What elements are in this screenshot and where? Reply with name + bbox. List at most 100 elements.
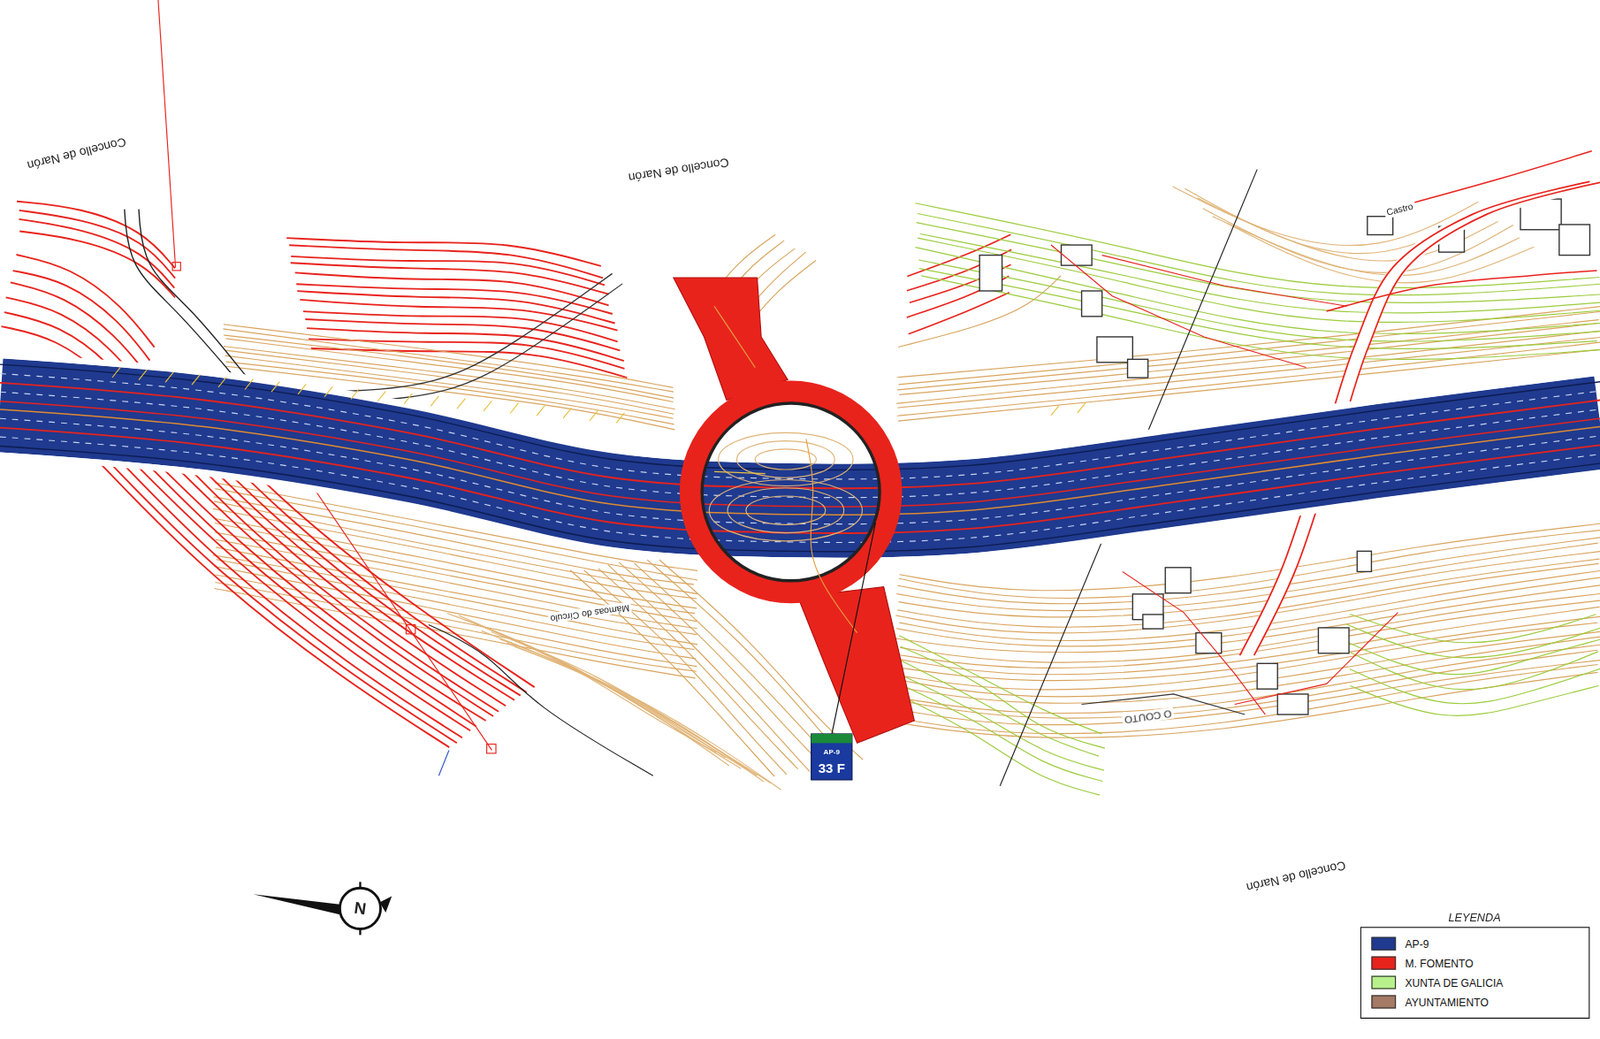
contour-line [708, 480, 862, 541]
roundabout-island [701, 403, 880, 581]
contour-line [899, 663, 1598, 733]
slope-tick [377, 390, 386, 402]
contour-line [918, 259, 1600, 342]
building [1061, 244, 1093, 266]
plot-boundary [1051, 244, 1307, 368]
contour-line [311, 348, 627, 378]
contour-line [754, 449, 816, 470]
building [979, 255, 1002, 291]
local-road-edge [1408, 151, 1593, 205]
motorway-sign [811, 733, 853, 780]
place-name: Concello de Narón [1244, 857, 1347, 894]
slope-tick [563, 407, 572, 419]
place-name: Concello de Narón [627, 154, 731, 184]
lane-line [0, 391, 1600, 497]
slope-tick [457, 398, 465, 410]
path-line [428, 624, 654, 776]
slope-tick [165, 372, 174, 383]
power-line [158, 0, 176, 267]
plot-boundary [1102, 255, 1348, 307]
contour-line [718, 432, 854, 486]
local-road-edge [1326, 270, 1598, 312]
path-line [255, 283, 624, 402]
contour-line [214, 574, 697, 667]
contour-line [727, 487, 845, 534]
slope-tick [297, 383, 306, 395]
slope-tick [616, 412, 625, 424]
contour-line [919, 268, 1598, 350]
slope-tick [191, 374, 200, 386]
building [1097, 336, 1133, 363]
slope-tick [403, 393, 412, 404]
slope-tick [244, 379, 253, 390]
lane-line [0, 418, 1600, 524]
contour-line [1349, 668, 1600, 704]
contour-line [223, 324, 673, 388]
slope-tick [350, 388, 359, 400]
contour-line [506, 642, 771, 783]
contour-line [746, 495, 826, 525]
legend-swatch [1371, 956, 1396, 970]
contour-line [806, 438, 858, 633]
legend-text: XUNTA DE GALICIA [1405, 975, 1504, 989]
building [1277, 693, 1309, 715]
legend-swatch [1371, 994, 1396, 1008]
contour-line [714, 305, 755, 367]
building [1165, 567, 1191, 594]
north-arrow [252, 893, 340, 915]
contour-line [736, 441, 835, 479]
legend-row: AYUNTAMIENTO [1361, 991, 1581, 1012]
access-road [798, 586, 915, 744]
pylon-symbol [405, 624, 415, 633]
sign-text: 33 F [818, 761, 846, 777]
leader-line [831, 522, 877, 735]
contour-line [917, 213, 1600, 296]
contour-line [899, 683, 1104, 781]
contour-line [899, 635, 1102, 734]
contour-line [906, 249, 1012, 290]
legend-row: M. FOMENTO [1361, 952, 1581, 973]
legend-text: AP-9 [1405, 937, 1430, 950]
slope-tick [218, 376, 227, 388]
contour-line [286, 237, 602, 267]
legend-box: AP-9 M. FOMENTO XUNTA DE GALICIA AYUNTAMIEN… [1360, 926, 1591, 1019]
motorway-sign-band [811, 733, 853, 743]
contour-line [898, 551, 1600, 618]
pylon-symbol [487, 744, 496, 754]
north-arrow-tick [358, 928, 361, 935]
place-name: Castro [1383, 201, 1417, 220]
lane-line [0, 436, 1600, 542]
legend-title: LEYENDA [1447, 911, 1501, 924]
drain-line [438, 749, 450, 776]
building [1127, 358, 1149, 378]
contour-line [1346, 624, 1600, 658]
contour-line [897, 672, 1105, 770]
motorway-edge [0, 453, 1600, 559]
median-line [0, 401, 1600, 507]
slope-tick [324, 386, 333, 397]
contour-line [13, 270, 151, 361]
contour-line [896, 577, 1600, 647]
slope-tick [510, 403, 519, 414]
legend-row: AP-9 [1361, 933, 1581, 953]
building [1257, 662, 1278, 689]
contour-line [899, 646, 1105, 748]
slope-tick [589, 410, 598, 421]
contour-line [514, 646, 781, 790]
contour-line [895, 563, 1599, 633]
motorway-edge [0, 357, 1600, 463]
place-name: Concello de Narón [25, 134, 128, 173]
contour-line [897, 305, 1600, 377]
roundabout-ring [690, 391, 891, 592]
slope-tick [430, 396, 439, 407]
contour-line [914, 247, 1600, 335]
legend-swatch [1371, 975, 1396, 990]
north-letter: N [352, 898, 367, 918]
legend-text: M. FOMENTO [1405, 956, 1474, 969]
slope-tick [138, 369, 147, 381]
contour-line [914, 203, 1600, 289]
building [1318, 627, 1349, 654]
place-name: Mámoas do Círculo [548, 601, 633, 623]
north-arrow-ring [339, 887, 381, 929]
